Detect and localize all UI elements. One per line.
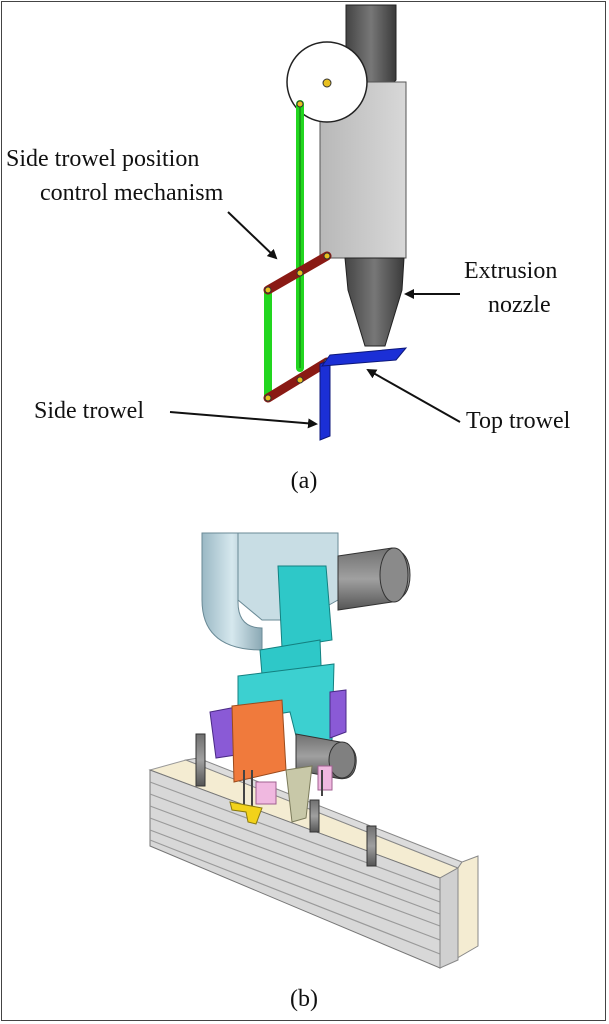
- purple-block-right: [329, 689, 347, 739]
- slider-rods: [243, 765, 333, 808]
- top-trowel-shape: [320, 347, 408, 367]
- panel-b: (b): [148, 532, 479, 1012]
- caption-b: (b): [290, 986, 318, 1012]
- caption-a: (a): [291, 468, 318, 494]
- yellow-trowel: [229, 801, 263, 825]
- extrusion-nozzle: [344, 257, 405, 347]
- upper-cylinder-cap: [379, 547, 409, 603]
- wall-end-rim: [439, 867, 459, 969]
- wall-posts: [195, 733, 377, 867]
- arrow-mechanism: [227, 211, 278, 260]
- label-top-trowel: Top trowel: [466, 408, 571, 434]
- lower-cylinder-cap: [328, 741, 356, 779]
- wall-layers: [149, 781, 441, 955]
- label-mechanism-line1: Side trowel position: [6, 146, 199, 172]
- arrow-side-trowel: [169, 411, 318, 429]
- label-side-trowel: Side trowel: [34, 398, 144, 424]
- label-nozzle-line1: Extrusion: [464, 258, 557, 284]
- nozzle-tip-b: [285, 765, 313, 823]
- label-nozzle-line2: nozzle: [488, 292, 551, 318]
- panel-a: Side trowel position control mechanism E…: [6, 4, 571, 494]
- label-mechanism-line2: control mechanism: [40, 180, 224, 206]
- joints: [264, 100, 331, 402]
- pulley-axle: [322, 78, 332, 88]
- arrow-top-trowel: [366, 369, 461, 423]
- orange-block: [231, 699, 287, 783]
- cyan-head: [277, 565, 333, 649]
- side-trowel-shape: [319, 359, 331, 441]
